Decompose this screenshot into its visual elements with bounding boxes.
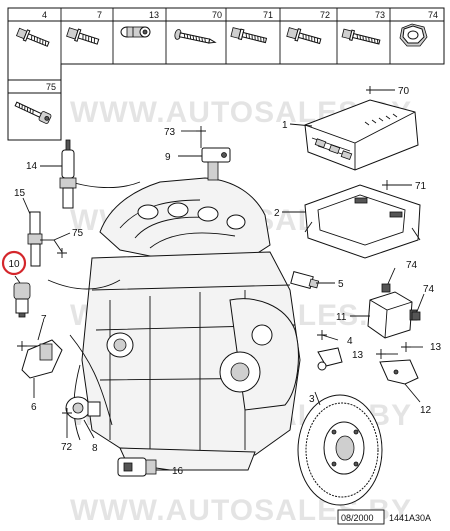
callout-75: 75 bbox=[72, 228, 84, 239]
sensor-9-camshaft bbox=[201, 147, 231, 181]
callout-1: 1 bbox=[282, 120, 288, 131]
fastener-number-13: 13 bbox=[149, 10, 159, 20]
callout-numbers: 70 1 73 9 14 71 15 75 2 10 74 5 74 7 11 … bbox=[1, 86, 442, 477]
hex-nut-icon bbox=[399, 23, 428, 47]
sensor-15-temperature bbox=[27, 211, 43, 267]
sensor-10-pressure bbox=[13, 282, 31, 318]
fastener-number-71: 71 bbox=[263, 10, 273, 20]
callout-11: 11 bbox=[336, 312, 347, 323]
threaded-stud-icon bbox=[230, 27, 268, 44]
bracket-12 bbox=[379, 359, 419, 385]
sensor-5 bbox=[290, 271, 320, 289]
ecu-mounting-bracket bbox=[304, 184, 421, 259]
callout-10: 10 bbox=[8, 259, 20, 270]
sensor-8 bbox=[65, 396, 101, 420]
sensor-16 bbox=[117, 457, 157, 477]
callout-70: 70 bbox=[398, 86, 410, 97]
callout-13: 13 bbox=[352, 350, 364, 361]
self-tapping-screw-icon bbox=[174, 29, 217, 44]
stud-bolt-icon bbox=[341, 28, 381, 45]
callout-7: 7 bbox=[41, 314, 47, 325]
flange-bolt-icon bbox=[286, 27, 322, 45]
callout-16: 16 bbox=[172, 466, 184, 477]
flange-bolt-icon bbox=[15, 27, 50, 47]
engine-control-unit bbox=[304, 99, 419, 171]
callout-4: 4 bbox=[347, 336, 353, 347]
callout-2: 2 bbox=[274, 208, 280, 219]
callout-73: 73 bbox=[164, 127, 176, 138]
sensor-6-crankshaft bbox=[21, 339, 63, 379]
callout-3: 3 bbox=[309, 394, 315, 405]
fastener-number-74: 74 bbox=[428, 10, 438, 20]
callout-8: 8 bbox=[92, 443, 98, 454]
footer-reference: 08/2000 1441A30A bbox=[337, 509, 431, 525]
callout-5: 5 bbox=[338, 279, 344, 290]
callout-13: 13 bbox=[430, 342, 442, 353]
flywheel-3 bbox=[297, 394, 383, 506]
fastener-number-7: 7 bbox=[97, 10, 102, 20]
fastener-number-72: 72 bbox=[320, 10, 330, 20]
fastener-number-73: 73 bbox=[375, 10, 385, 20]
callout-72: 72 bbox=[61, 442, 73, 453]
fastener-number-70: 70 bbox=[212, 10, 222, 20]
engine-block-drawing bbox=[47, 177, 301, 471]
callout-15: 15 bbox=[14, 188, 26, 199]
highlight-circle-10: 10 bbox=[1, 250, 27, 276]
callout-6: 6 bbox=[31, 402, 37, 413]
callout-9: 9 bbox=[165, 152, 171, 163]
fastener-panel: 4 7 13 70 71 72 73 74 75 bbox=[7, 7, 445, 141]
footer-date: 08/2000 bbox=[341, 513, 374, 523]
spacer-nut-icon bbox=[120, 26, 151, 38]
bracket-4 bbox=[317, 347, 343, 371]
callout-14: 14 bbox=[26, 161, 38, 172]
callout-71: 71 bbox=[415, 181, 427, 192]
fastener-number-75: 75 bbox=[46, 82, 56, 92]
socket-head-screw-icon bbox=[14, 101, 52, 124]
flange-bolt-icon bbox=[66, 27, 100, 45]
fastener-number-4: 4 bbox=[42, 10, 47, 20]
sensor-14-knock bbox=[59, 139, 77, 209]
callout-12: 12 bbox=[420, 405, 432, 416]
leader-lines bbox=[14, 86, 425, 471]
callout-74: 74 bbox=[406, 260, 418, 271]
footer-ref-code: 1441A30A bbox=[389, 513, 431, 523]
callout-74: 74 bbox=[423, 284, 435, 295]
